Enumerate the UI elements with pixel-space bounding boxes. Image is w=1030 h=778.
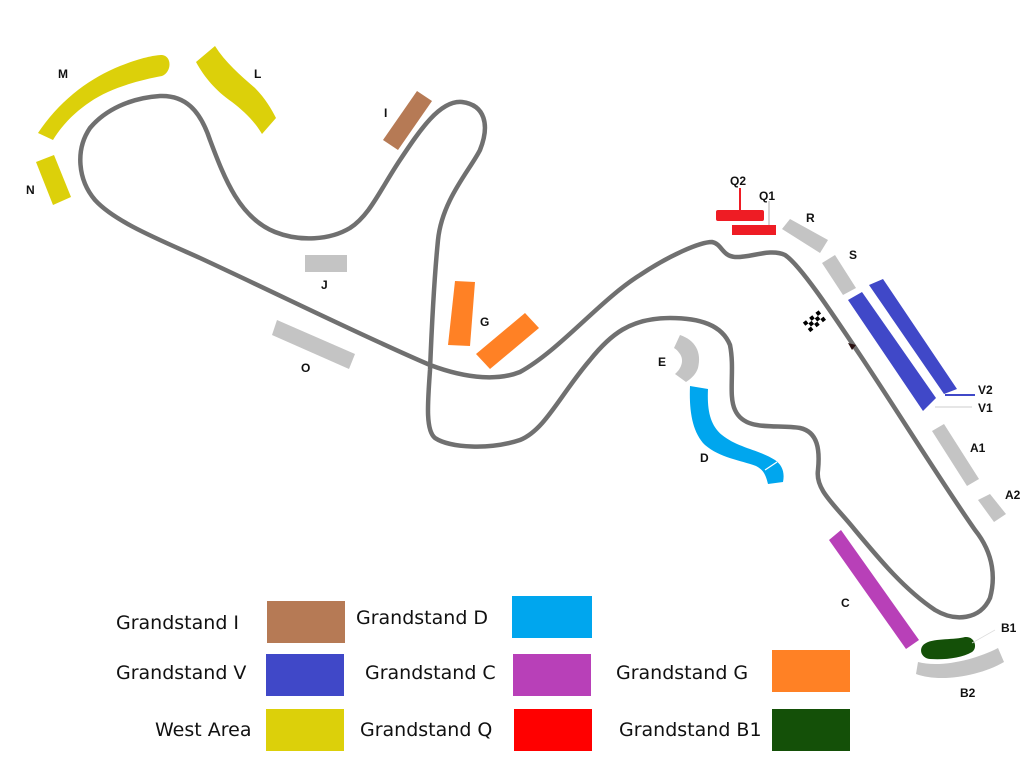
stand-m[interactable] xyxy=(38,55,170,140)
stand-b2[interactable] xyxy=(916,648,1004,679)
label-q2: Q2 xyxy=(730,174,746,188)
label-b2: B2 xyxy=(960,686,976,700)
stand-e[interactable] xyxy=(674,335,700,382)
label-r: R xyxy=(806,211,815,225)
legend-swatch-grandstand-c xyxy=(513,654,591,696)
stand-c[interactable] xyxy=(829,530,919,649)
legend-swatch-grandstand-d xyxy=(512,596,592,638)
stand-q2[interactable] xyxy=(716,210,764,221)
legend-label-grandstand-b1: Grandstand B1 xyxy=(619,719,762,741)
legend-swatch-grandstand-b1 xyxy=(772,709,850,751)
stand-g2[interactable] xyxy=(476,313,539,369)
label-a2: A2 xyxy=(1005,488,1021,502)
stand-v2[interactable] xyxy=(869,279,957,394)
label-d: D xyxy=(700,451,709,465)
legend-label-grandstand-d: Grandstand D xyxy=(356,607,489,629)
stand-r[interactable] xyxy=(782,219,828,253)
label-q1: Q1 xyxy=(759,189,775,203)
race-track xyxy=(78,93,996,620)
stand-d-divider xyxy=(764,461,778,471)
stand-a2[interactable] xyxy=(978,494,1006,522)
stand-a1[interactable] xyxy=(932,424,979,486)
label-b1: B1 xyxy=(1001,621,1017,635)
label-m: M xyxy=(58,67,68,81)
label-l: L xyxy=(254,67,261,81)
label-j: J xyxy=(321,278,328,292)
b1-leader xyxy=(971,629,996,644)
legend-swatch-grandstand-i xyxy=(267,601,345,643)
legend-label-west-area: West Area xyxy=(155,719,252,741)
stand-v1[interactable] xyxy=(848,292,936,411)
legend-swatch-grandstand-g xyxy=(772,650,850,692)
label-v2: V2 xyxy=(978,383,993,397)
label-g: G xyxy=(480,315,489,329)
stand-n[interactable] xyxy=(36,155,71,205)
legend-label-grandstand-g: Grandstand G xyxy=(616,662,749,684)
legend-swatch-west-area xyxy=(266,709,344,751)
stand-s[interactable] xyxy=(822,255,856,295)
legend-swatch-grandstand-v xyxy=(266,654,344,696)
legend-swatch-grandstand-q xyxy=(514,709,592,751)
label-a1: A1 xyxy=(970,441,986,455)
label-v1: V1 xyxy=(978,401,993,415)
legend-label-grandstand-i: Grandstand I xyxy=(116,612,240,634)
label-n: N xyxy=(26,183,35,197)
stand-g1[interactable] xyxy=(448,281,475,346)
direction-arrow-icon xyxy=(848,343,856,350)
checkered-flag-icon xyxy=(802,310,826,333)
stand-i[interactable] xyxy=(383,91,432,150)
label-c: C xyxy=(841,596,850,610)
label-e: E xyxy=(658,355,666,369)
label-s: S xyxy=(849,248,857,262)
stand-q1[interactable] xyxy=(732,225,776,235)
label-o: O xyxy=(301,361,310,375)
label-i: I xyxy=(384,106,387,120)
legend-label-grandstand-q: Grandstand Q xyxy=(360,719,493,741)
legend-label-grandstand-v: Grandstand V xyxy=(116,662,247,684)
legend-label-grandstand-c: Grandstand C xyxy=(365,662,496,684)
stand-d[interactable] xyxy=(689,386,784,484)
stand-o[interactable] xyxy=(272,320,355,369)
stand-j[interactable] xyxy=(305,255,347,272)
stand-b1[interactable] xyxy=(921,636,976,660)
stand-l[interactable] xyxy=(196,46,276,134)
